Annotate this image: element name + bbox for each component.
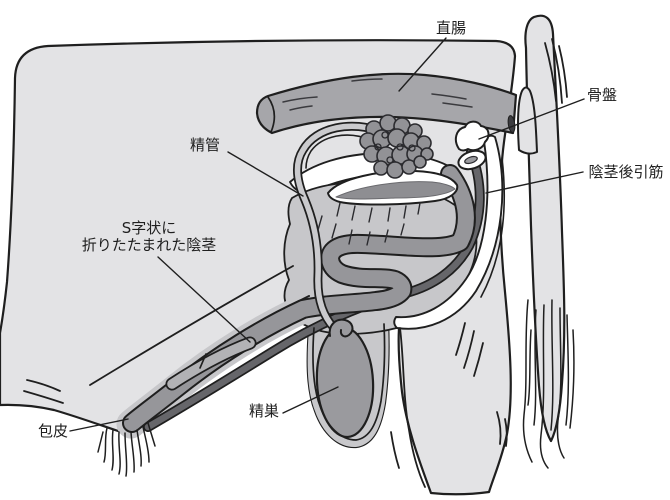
label-sigmoid-penis-line1: S字状に [121,219,177,237]
leader-line-pelvis [478,98,585,140]
label-retractor-penis-muscle: 陰茎後引筋 [588,163,664,181]
epididymis-curl [328,318,354,338]
leader-line-retractor [485,171,584,194]
tail-hair-strands [522,299,575,469]
label-testis: 精巣 [248,402,279,420]
vas-deferens-tube [293,121,387,333]
rectum-shape [255,72,518,135]
label-prepuce: 包皮 [37,422,68,440]
accessory-gland-cluster [359,114,434,179]
leader-line-prepuce [69,418,129,432]
leader-line-vas-deferens [227,151,304,197]
label-pelvis: 骨盤 [586,86,617,104]
label-sigmoid-penis: S字状に 折りたたまれた陰茎 [59,220,239,254]
anus-slit [507,115,516,133]
thigh-fold-line [480,157,505,298]
label-rectum: 直腸 [435,19,466,37]
perineal-hatching [317,202,421,246]
testis-shape [315,318,375,439]
label-sigmoid-penis-line2: 折りたたまれた陰茎 [81,236,217,254]
tail [524,14,566,443]
leader-line-sigmoid-penis [157,256,251,343]
scrotum-skin-line [312,323,386,441]
pelvis-bone [454,120,490,171]
label-vas-deferens: 精管 [189,136,220,154]
body-contour-lines [23,38,568,488]
prepuce-hair-tuft [97,422,156,477]
leader-line-testis [282,386,339,414]
glans-in-sheath [165,336,257,391]
leader-line-rectum [398,37,447,92]
